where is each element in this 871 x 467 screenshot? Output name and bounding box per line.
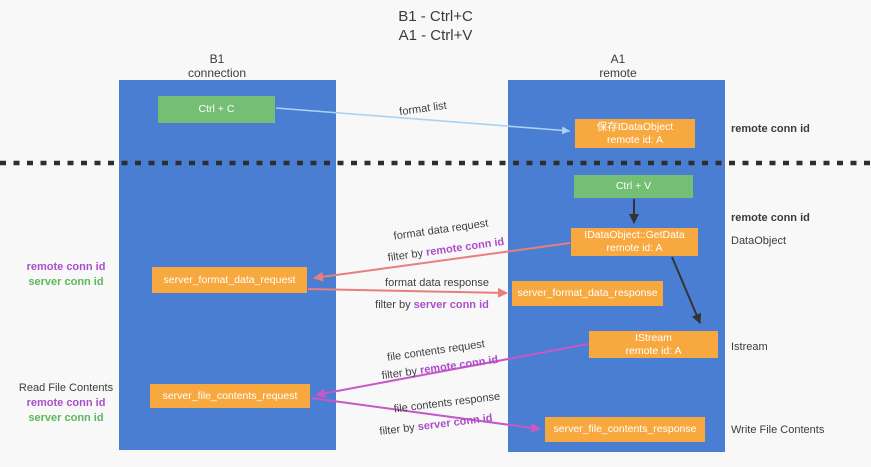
lane-b1-subtitle: connection	[187, 66, 247, 80]
node-ctrl-c: Ctrl + C	[158, 96, 275, 123]
left-server-conn-id-2: server conn id	[28, 412, 104, 424]
label-filter-by-server-conn-id-2: filter by server conn id	[379, 412, 493, 438]
node-format-response-label: server_format_data_response	[517, 287, 658, 299]
node-save-idataobject-line1: 保存IDataObject	[596, 120, 674, 133]
node-istream-line2: remote id: A	[625, 344, 682, 357]
label-format-data-response: format data response	[385, 277, 489, 289]
node-file-request-label: server_file_contents_request	[162, 389, 298, 402]
node-format-request-label: server_format_data_request	[163, 273, 296, 286]
arrow-format-data-response	[307, 287, 508, 298]
write-file-contents-label: Write File Contents	[731, 424, 825, 436]
left-conn-id-block-top: remote conn id server conn id	[14, 260, 118, 290]
node-save-idataobject-line2: remote id: A	[606, 133, 664, 146]
node-getdata-line1: IDataObject::GetData	[584, 229, 685, 241]
server-conn-id-emphasis: server conn id	[413, 299, 489, 311]
node-istream: IStream remote id: A	[589, 331, 718, 358]
label-filter-by-server-conn-id-1: filter by server conn id	[375, 299, 489, 311]
node-save-idataobject: 保存IDataObject remote id: A	[575, 119, 695, 148]
filter-by-text: filter by	[387, 247, 424, 265]
filter-by-text: filter by	[378, 421, 416, 438]
dataobject-label: DataObject	[731, 235, 787, 247]
node-server-format-data-response: server_format_data_response	[512, 281, 663, 306]
lane-b1-name: B1	[209, 52, 225, 66]
left-read-file-contents-block: Read File Contents remote conn id server…	[14, 381, 118, 426]
label-format-list: format list	[398, 99, 448, 119]
lane-a1-name: A1	[610, 52, 626, 66]
left-server-conn-id-1: server conn id	[28, 276, 104, 288]
left-remote-conn-id-1: remote conn id	[26, 261, 106, 273]
node-idataobject-getdata: IDataObject::GetData remote id: A	[571, 228, 698, 256]
server-conn-id-emphasis: server conn id	[417, 412, 494, 434]
filter-by-text: filter by	[381, 365, 418, 383]
title-line-copy: B1 - Ctrl+C	[398, 8, 473, 25]
node-ctrl-v-label: Ctrl + V	[615, 180, 652, 192]
lane-header-a1: A1 remote	[558, 52, 678, 80]
remote-conn-id-emphasis: remote conn id	[425, 235, 505, 259]
node-file-response-label: server_file_contents_response	[553, 423, 697, 435]
node-server-file-contents-response: server_file_contents_response	[545, 417, 705, 442]
filter-by-text: filter by	[375, 299, 411, 311]
node-ctrl-c-label: Ctrl + C	[198, 103, 235, 115]
node-istream-line1: IStream	[635, 331, 672, 344]
node-server-file-contents-request: server_file_contents_request	[150, 384, 310, 408]
title-line-paste: A1 - Ctrl+V	[398, 27, 473, 44]
node-ctrl-v: Ctrl + V	[574, 175, 693, 198]
right-remote-conn-id-2: remote conn id	[731, 212, 810, 224]
lane-a1-subtitle: remote	[599, 66, 637, 80]
diagram-title: B1 - Ctrl+C A1 - Ctrl+V	[0, 7, 871, 45]
read-file-contents-label: Read File Contents	[18, 382, 114, 394]
lane-header-b1: B1 connection	[157, 52, 277, 80]
node-getdata-line2: remote id: A	[606, 242, 663, 254]
label-file-contents-response: file contents response	[393, 390, 501, 416]
left-remote-conn-id-2: remote conn id	[26, 397, 106, 409]
node-server-format-data-request: server_format_data_request	[152, 267, 307, 293]
right-remote-conn-id-1: remote conn id	[731, 123, 810, 135]
istream-label: Istream	[731, 341, 768, 353]
